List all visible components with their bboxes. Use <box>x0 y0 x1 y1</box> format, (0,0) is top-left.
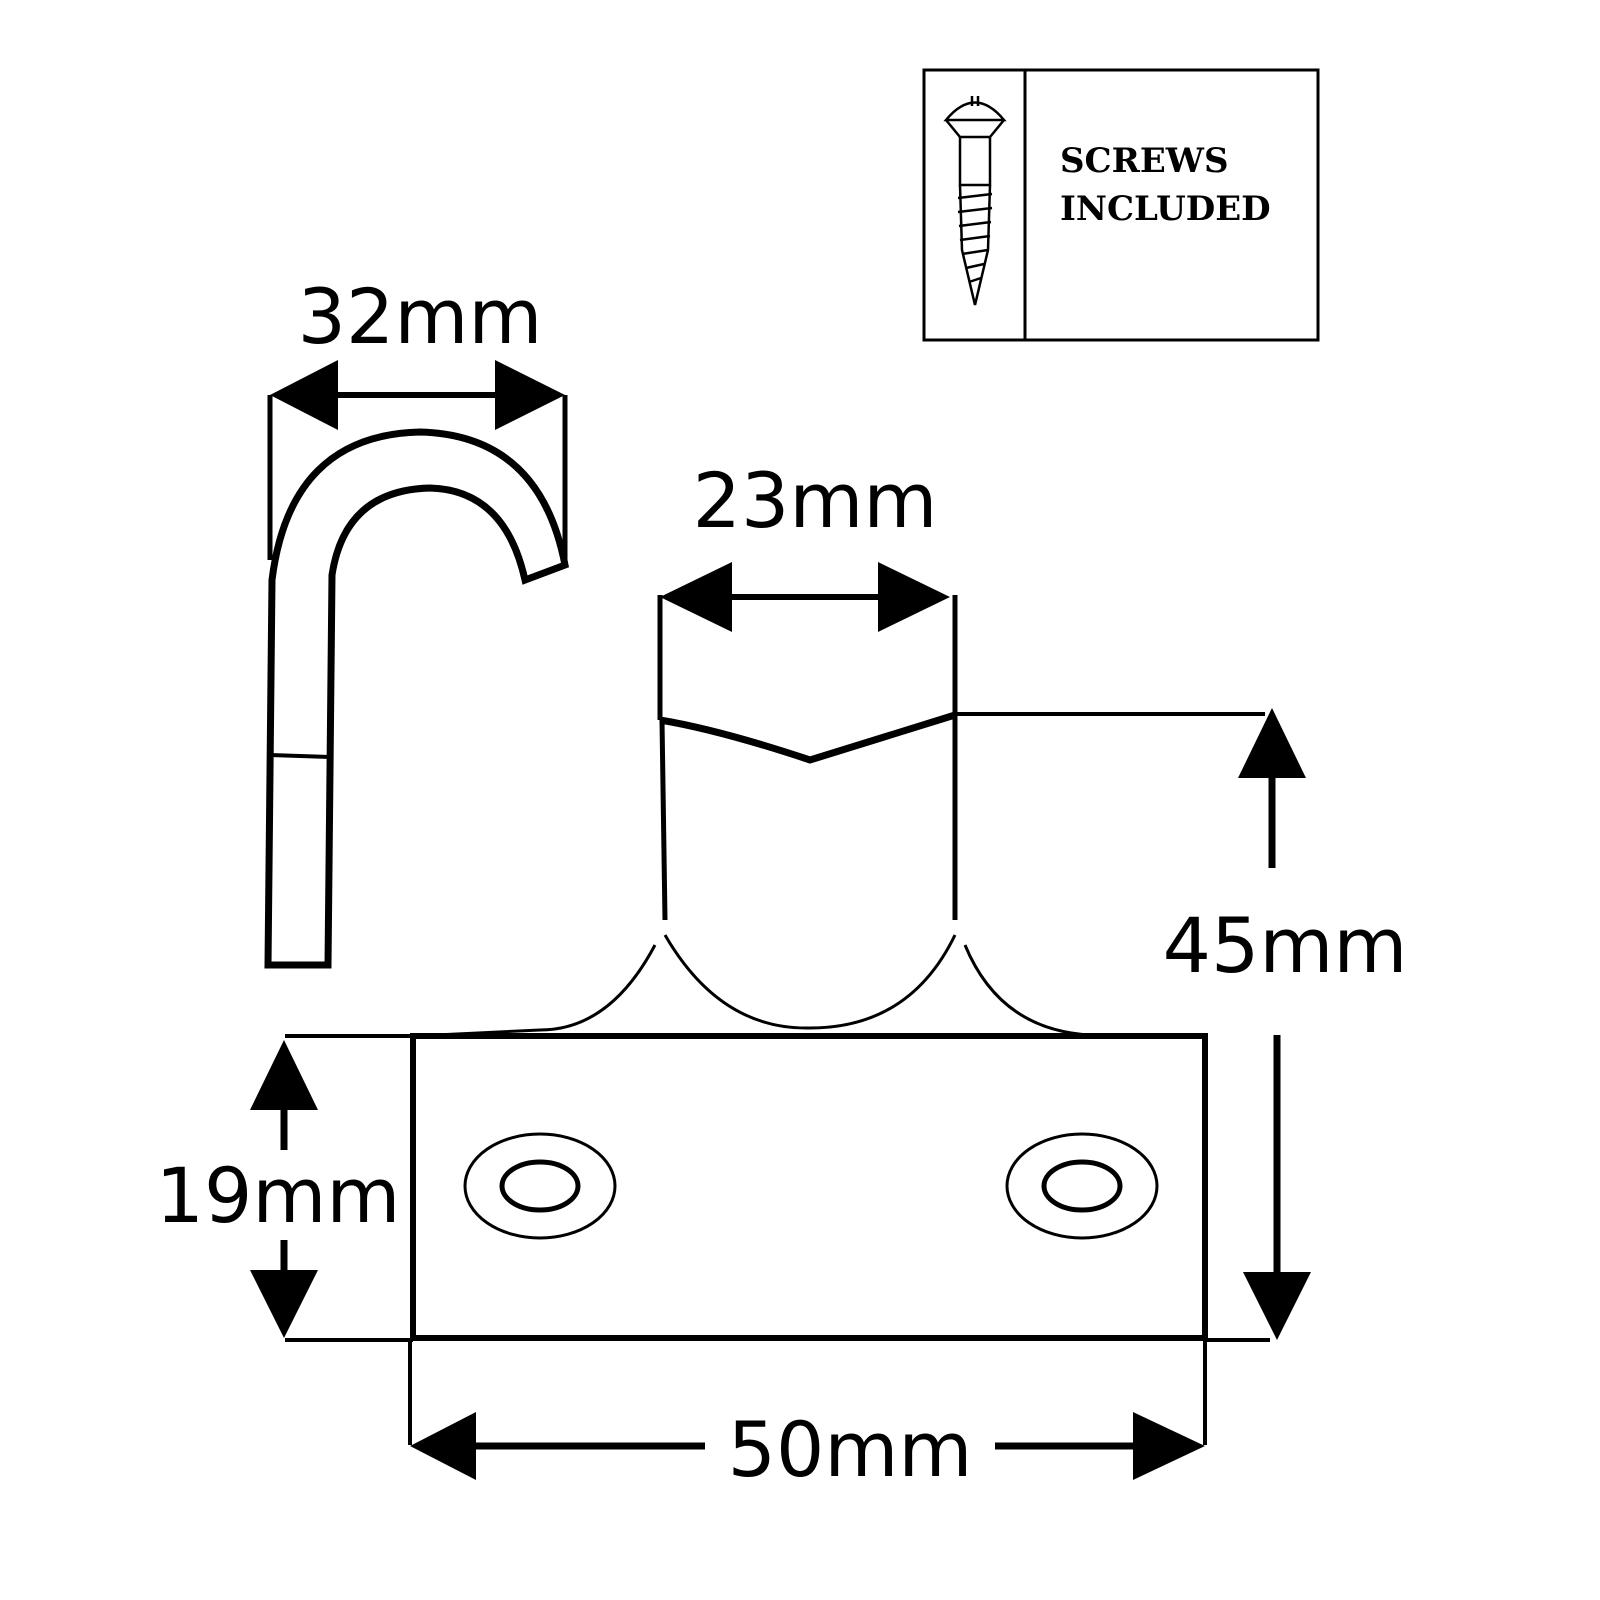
hook-width-label: 32mm <box>298 272 543 361</box>
hook-width-dimension: 32mm <box>267 272 568 560</box>
arrow-left-icon <box>270 360 338 430</box>
screws-included-box: SCREWS INCLUDED <box>922 68 1320 342</box>
total-height-label: 45mm <box>1163 901 1408 990</box>
base-height-label: 19mm <box>156 1151 401 1240</box>
base-width-dimension: 50mm <box>408 1340 1207 1494</box>
screw-icon <box>943 96 1007 306</box>
base-width-label: 50mm <box>728 1405 973 1494</box>
base-height-dimension: 19mm <box>156 1034 413 1342</box>
post-width-dimension: 23mm <box>657 456 958 720</box>
hook-side-view <box>264 428 569 969</box>
post-width-label: 23mm <box>693 456 938 545</box>
total-height-dimension: 45mm <box>955 708 1408 1342</box>
screws-label-line1: SCREWS <box>1060 141 1229 181</box>
screws-label-line2: INCLUDED <box>1060 189 1271 229</box>
arrow-right-icon <box>495 360 565 430</box>
hook-front-view <box>410 711 1208 1341</box>
